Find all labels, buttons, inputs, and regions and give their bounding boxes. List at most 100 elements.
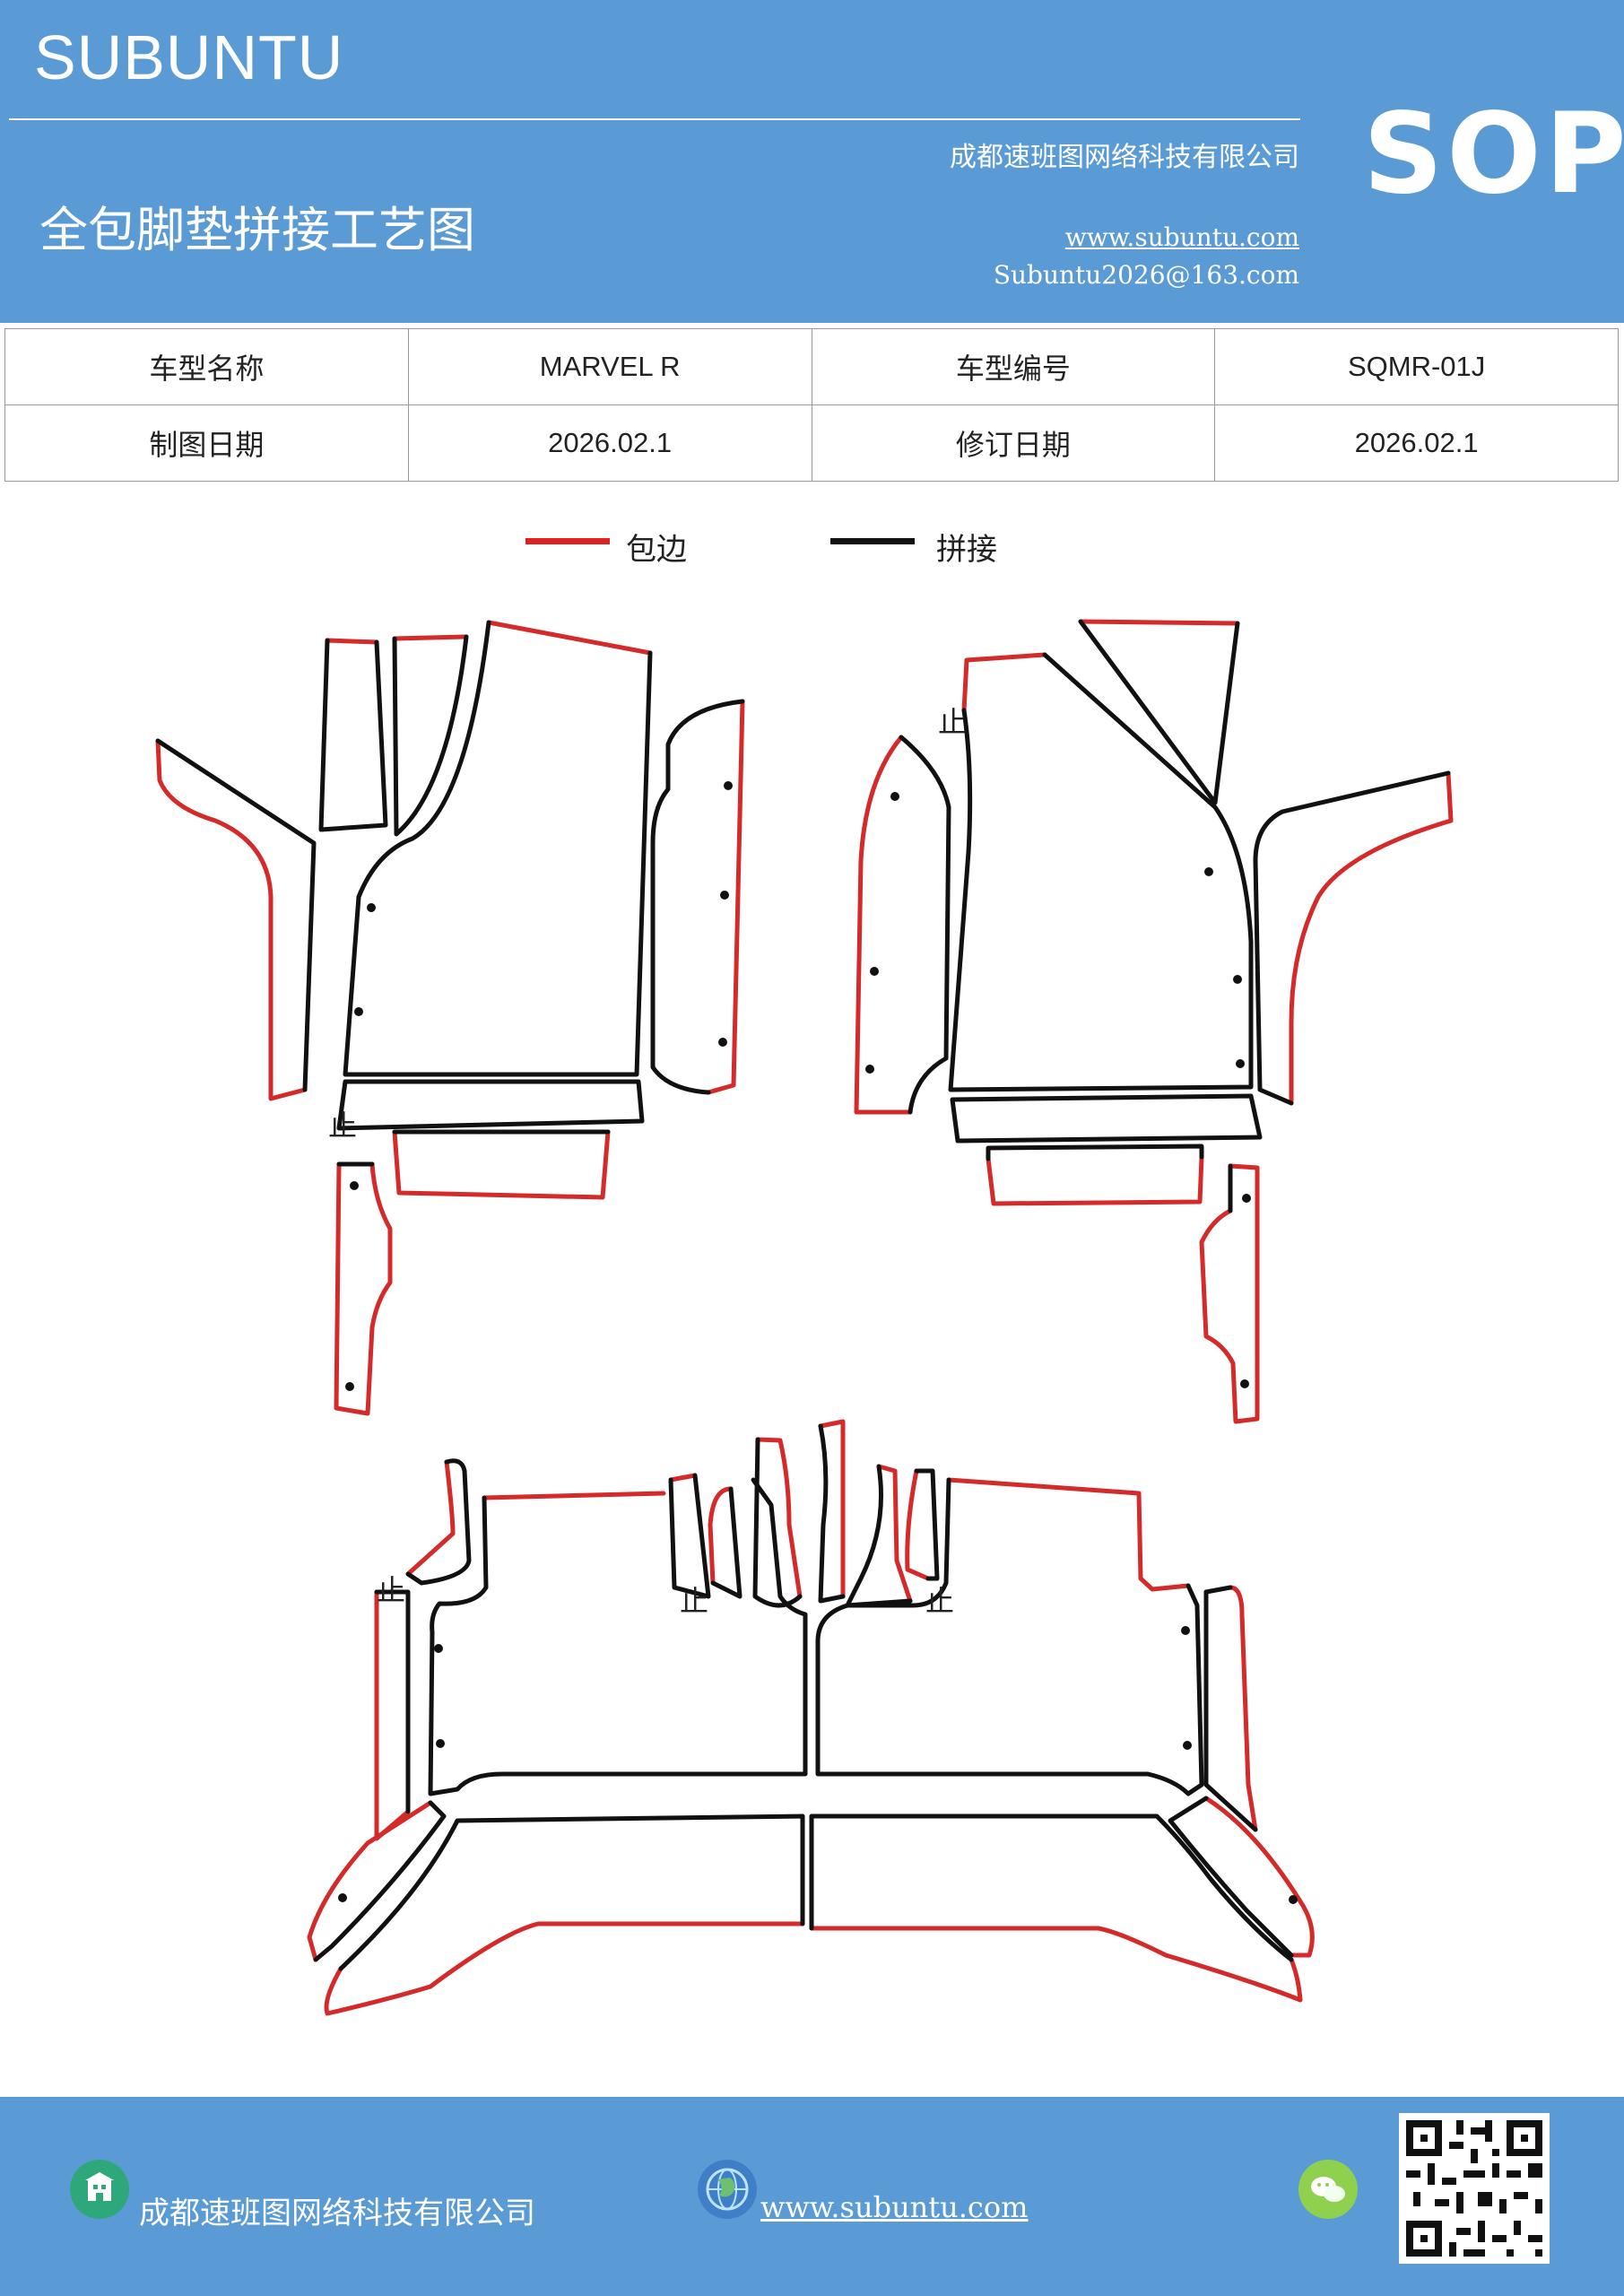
globe-icon [698,2160,757,2219]
legend-swatch-seam [830,538,915,544]
fl-strip-2-seam [392,634,469,837]
rear-tab-6-edge [905,1468,931,1581]
rear-right-main-seam [815,1477,1204,1796]
fl-strip-2-edge [392,634,469,641]
fl-right-panel-edge [706,699,745,1095]
fastener-dot [890,792,899,801]
fr-lower-strip-edge [1199,1163,1260,1424]
vehicle-info-table: 车型名称 MARVEL R 车型编号 SQMR-01J 制图日期 2026.02… [4,328,1619,482]
rear-tab-6-seam [914,1468,940,1581]
stop-mark: 止 [328,1109,357,1143]
fr-side-right-seam [1253,770,1451,1106]
stop-mark: 止 [938,705,967,739]
legend-label-seam: 拼接 [936,532,997,568]
rear-lower-left-edge [307,1800,433,1962]
fastener-dot [865,1065,874,1074]
rear-tab-1-seam [668,1473,711,1599]
fastener-dot [720,891,729,900]
rear-left-main-seam [428,1477,808,1796]
fl-strip-1-edge [325,638,379,645]
fr-bottom-strip-seam [950,1093,1263,1144]
wechat-icon [1298,2160,1358,2219]
rear-tab-4-seam [818,1423,846,1604]
rear-tab-1-edge [668,1473,698,1483]
fl-heel-pad-edge [392,1129,611,1200]
front-right-mat [854,619,1454,1424]
rear-tab-3-seam [752,1437,803,1608]
header-divider [9,118,1300,120]
fastener-dot [1204,867,1213,876]
table-cell-label: 车型名称 [4,328,409,405]
footer-website-link[interactable]: www.subuntu.com [760,2190,1029,2224]
sop-badge: SOP [1363,90,1624,219]
fl-right-panel-seam [650,699,745,1095]
table-row: 制图日期 2026.02.1 修订日期 2026.02.1 [4,404,1619,482]
rear-lower-right-seam [1168,1796,1294,1958]
header-banner: SUBUNTU SOP 全包脚垫拼接工艺图 成都速班图网络科技有限公司 www.… [0,0,1624,323]
fastener-dot [350,1181,359,1190]
fr-side-panel-edge [854,735,913,1115]
building-icon [70,2160,129,2219]
rear-right-main-edge [946,1477,1191,1592]
fastener-dot [354,1007,363,1016]
fl-lower-strip-edge [334,1161,393,1416]
fl-bottom-strip-seam [336,1079,645,1131]
rear-tab-4-edge [818,1419,846,1599]
stop-mark: 止 [925,1584,954,1618]
legend: 包边 拼接 [0,525,1624,570]
rear-lower-left-seam [313,1800,447,1962]
rear-left-tab-seam [405,1458,472,1586]
fl-side-panel-seam [155,738,317,1092]
rear-tab-5-edge [876,1464,913,1604]
fl-side-panel-edge [155,738,308,1101]
fastener-dot [345,1382,354,1391]
table-cell-value: 2026.02.1 [407,404,812,482]
fastener-dot [338,1893,347,1902]
table-cell-value: 2026.02.1 [1214,404,1619,482]
rear-lower-right-edge [1203,1796,1315,1958]
company-name: 成都速班图网络科技有限公司 [950,142,1299,173]
legend-swatch-edge [525,538,610,544]
qr-code[interactable] [1399,2113,1550,2264]
page-title: 全包脚垫拼接工艺图 [39,202,475,258]
fl-main-edge [486,620,653,656]
rear-right-side-seam [1203,1585,1258,1832]
footer-company-name: 成都速班图网络科技有限公司 [139,2196,535,2231]
rear-tab-5-seam [845,1464,913,1608]
website-link[interactable]: www.subuntu.com [1064,222,1299,252]
rear-left-side-edge [374,1589,411,1841]
table-cell-value: SQMR-01J [1214,328,1619,405]
table-cell-value: MARVEL R [407,328,812,405]
fastener-dot [1289,1895,1298,1904]
fastener-dot [1242,1194,1251,1203]
fr-main-seam [948,652,1254,1092]
fl-strip-1-seam [318,638,388,832]
rear-bottom-left-seam [338,1813,805,1971]
stop-mark: 止 [680,1584,708,1618]
fr-triangle-edge [1078,619,1240,626]
fastener-dot [434,1644,443,1653]
rear-left-tab-edge [405,1459,456,1577]
fastener-dot [724,781,733,790]
rear-mat [307,1419,1315,2016]
fr-heel-pad-seam [986,1144,1204,1161]
fastener-dot [718,1038,727,1047]
rear-bottom-right-seam [809,1813,1294,1962]
rear-left-side-seam [374,1589,411,1814]
fr-side-panel-seam [899,735,951,1115]
stop-mark: 止 [377,1573,405,1607]
fastener-dot [1181,1626,1190,1635]
rear-right-side-edge [1228,1585,1258,1832]
fl-main-seam [343,620,653,1077]
fastener-dot [870,967,879,976]
fastener-dot [1236,1059,1245,1068]
table-cell-label: 修订日期 [811,404,1216,482]
rear-left-main-edge [482,1491,666,1500]
fastener-dots [338,781,1298,1904]
brand-logo: SUBUNTU [34,22,344,92]
fastener-dot [436,1739,445,1748]
table-cell-label: 车型编号 [811,328,1216,405]
fr-main-edge [961,652,1047,713]
fr-heel-pad-edge [986,1154,1204,1206]
